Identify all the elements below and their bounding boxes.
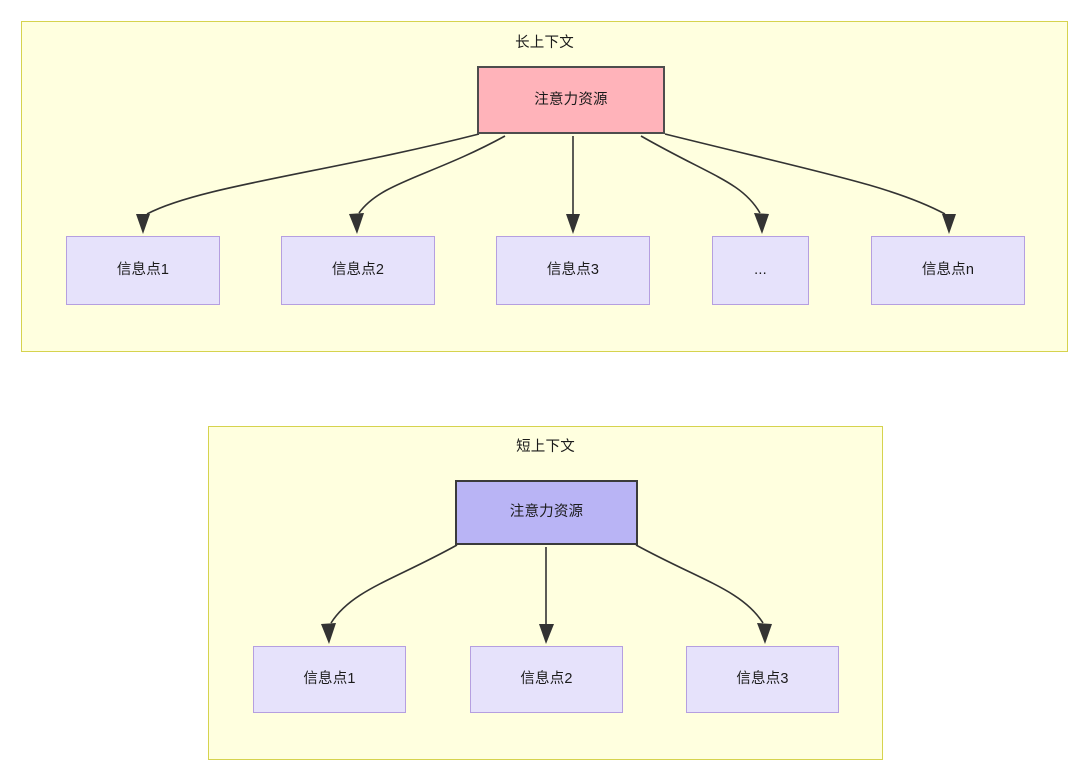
node-info-point-long-ellipsis[interactable]: ... bbox=[712, 236, 809, 305]
node-label: ... bbox=[754, 262, 767, 279]
node-label: 信息点3 bbox=[736, 671, 789, 688]
node-label: 注意力资源 bbox=[534, 91, 608, 108]
node-info-point-short-3[interactable]: 信息点3 bbox=[686, 646, 839, 713]
node-info-point-short-1[interactable]: 信息点1 bbox=[253, 646, 406, 713]
group-short-context-title: 短上下文 bbox=[516, 439, 575, 455]
node-info-point-long-2[interactable]: 信息点2 bbox=[281, 236, 435, 305]
node-label: 信息点3 bbox=[546, 262, 600, 279]
node-attention-resource-short[interactable]: 注意力资源 bbox=[455, 480, 638, 545]
node-label: 信息点2 bbox=[520, 671, 573, 688]
node-label: 注意力资源 bbox=[509, 504, 584, 521]
node-info-point-long-3[interactable]: 信息点3 bbox=[496, 236, 650, 305]
node-attention-resource-long[interactable]: 注意力资源 bbox=[477, 66, 665, 134]
node-info-point-long-n[interactable]: 信息点n bbox=[871, 236, 1025, 305]
node-info-point-long-1[interactable]: 信息点1 bbox=[66, 236, 220, 305]
node-label: 信息点1 bbox=[303, 671, 356, 688]
group-long-context-title: 长上下文 bbox=[515, 35, 574, 51]
node-label: 信息点2 bbox=[331, 262, 385, 279]
node-label: 信息点1 bbox=[116, 262, 170, 279]
node-label: 信息点n bbox=[921, 262, 975, 279]
node-info-point-short-2[interactable]: 信息点2 bbox=[470, 646, 623, 713]
